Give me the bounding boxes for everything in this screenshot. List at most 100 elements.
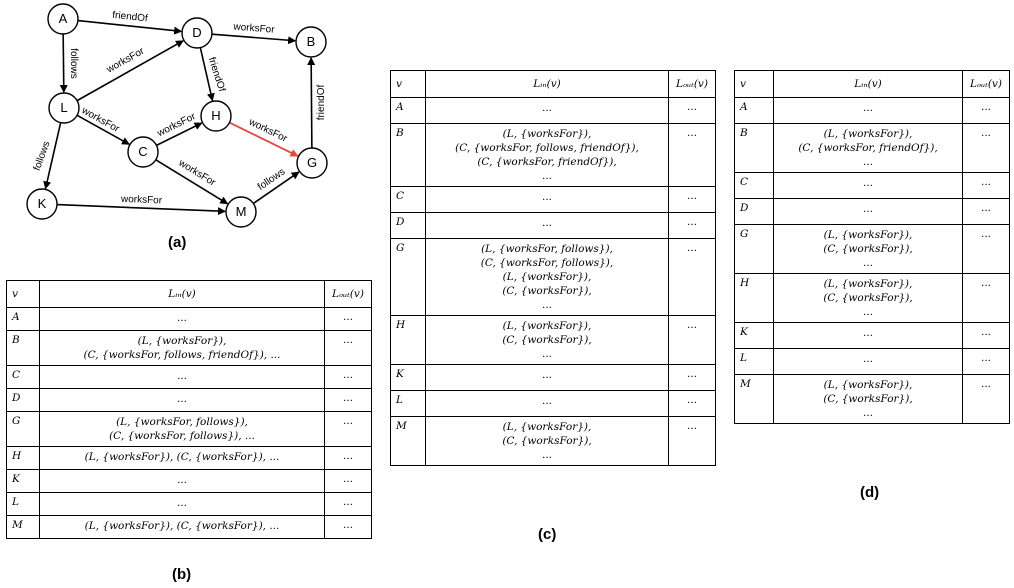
table-row: K...... xyxy=(6,469,372,493)
lin-entry: (L, {worksFor, follows}), xyxy=(481,243,613,255)
lout-cell: ... xyxy=(962,348,1010,375)
lout-cell: ... xyxy=(962,172,1010,199)
lin-cell: ... xyxy=(773,97,963,124)
vertex-cell: C xyxy=(6,365,40,389)
table-row: K...... xyxy=(734,322,1010,349)
lin-entry: ... xyxy=(862,257,873,269)
lout-cell: ... xyxy=(668,186,716,213)
lout-cell: ... xyxy=(324,307,372,331)
table-row: B(L, {worksFor}),(C, {worksFor, follows,… xyxy=(6,330,372,366)
lin-cell: ... xyxy=(425,212,669,239)
node-circle xyxy=(225,196,257,228)
lin-cell: (L, {worksFor}),(C, {worksFor, friendOf}… xyxy=(773,123,963,173)
edge-L-D xyxy=(76,40,184,102)
vertex-cell: K xyxy=(734,322,774,349)
edge-label-A-D: friendOf xyxy=(112,10,149,25)
lin-cell: ... xyxy=(773,322,963,349)
lout-cell: ... xyxy=(668,212,716,239)
vertex-cell: H xyxy=(6,446,40,470)
lout-cell: ... xyxy=(668,315,716,365)
lin-entry: (C, {worksFor, follows}), ... xyxy=(109,430,255,442)
header-v: v xyxy=(6,280,40,308)
lin-entry: (L, {worksFor}), xyxy=(502,128,592,140)
node-label: K xyxy=(38,196,47,211)
lin-entry: ... xyxy=(541,102,552,114)
lin-entry: (C, {worksFor}), xyxy=(823,243,913,255)
lin-entry: (L, {worksFor}), xyxy=(502,320,592,332)
lout-cell: ... xyxy=(962,97,1010,124)
node-label: H xyxy=(211,108,220,123)
lout-cell: ... xyxy=(668,123,716,187)
node-circle xyxy=(127,136,159,168)
lin-entry: (C, {worksFor}), xyxy=(502,285,592,297)
lin-cell: ... xyxy=(39,388,325,412)
vertex-cell: D xyxy=(390,212,426,239)
vertex-cell: L xyxy=(390,390,426,417)
lout-cell: ... xyxy=(324,330,372,366)
edge-D-B xyxy=(211,33,297,45)
lin-entry: (L, {worksFor, follows}), xyxy=(116,416,248,428)
table-row: G (L, {worksFor, follows}), (C, {worksFor,… xyxy=(6,411,372,447)
lout-cell: ... xyxy=(962,123,1010,173)
edge-L-K xyxy=(43,122,62,190)
edge-H-G xyxy=(229,121,299,157)
lin-cell: (L, {worksFor, follows}), (C, {worksFor, … xyxy=(39,411,325,447)
lin-cell: (L, {worksFor, follows}), (C, {worksFor, … xyxy=(425,238,669,316)
lin-entry: ... xyxy=(862,353,873,365)
edge-label-M-G: follows xyxy=(256,166,287,192)
header-lin: Lᵢₙ(v) xyxy=(39,280,325,308)
vertex-cell: G xyxy=(390,238,426,316)
lin-entry: (C, {worksFor}), xyxy=(823,292,913,304)
node-H: H xyxy=(200,100,232,132)
lin-cell: ... xyxy=(39,469,325,493)
lout-cell: ... xyxy=(962,224,1010,274)
table-row: D...... xyxy=(734,198,1010,225)
vertex-cell: A xyxy=(734,97,774,124)
node-circle xyxy=(181,17,213,49)
lout-cell: ... xyxy=(324,411,372,447)
lin-entry: ... xyxy=(176,312,187,324)
lin-entry: ... xyxy=(541,395,552,407)
table-row: D...... xyxy=(6,388,372,412)
vertex-cell: C xyxy=(734,172,774,199)
lin-cell: (L, {worksFor}),(C, {worksFor}),... xyxy=(425,315,669,365)
lin-entry: ... xyxy=(176,393,187,405)
edge-C-H xyxy=(156,122,203,147)
lout-cell: ... xyxy=(668,238,716,316)
vertex-cell: L xyxy=(6,492,40,516)
vertex-cell: L xyxy=(734,348,774,375)
lout-cell: ... xyxy=(668,416,716,466)
lin-cell: ... xyxy=(425,186,669,213)
header-lout: Lₒᵤₜ(v) xyxy=(962,70,1010,98)
edge-D-H xyxy=(199,47,215,102)
node-label: B xyxy=(307,34,316,49)
caption-d: (d) xyxy=(860,484,880,501)
table-row: A...... xyxy=(6,307,372,331)
lin-cell: (L, {worksFor}), (C, {worksFor}), ... xyxy=(39,515,325,539)
lout-cell: ... xyxy=(962,198,1010,225)
edge-label-K-M: worksFor xyxy=(120,194,163,207)
lin-cell: ... xyxy=(425,390,669,417)
lin-cell: ... xyxy=(773,198,963,225)
lin-cell: (L, {worksFor}),(C, {worksFor}),... xyxy=(773,273,963,323)
lin-cell: ... xyxy=(425,364,669,391)
node-M: M xyxy=(225,196,257,228)
lin-entry: (C, {worksFor, follows, friendOf}), xyxy=(455,142,639,154)
lout-cell: ... xyxy=(668,390,716,417)
lout-cell: ... xyxy=(668,97,716,124)
table-row: H(L, {worksFor}), (C, {worksFor}), .....… xyxy=(6,446,372,470)
vertex-cell: G xyxy=(6,411,40,447)
edge-label-G-B: friendOf xyxy=(316,84,327,120)
vertex-cell: M xyxy=(734,374,774,424)
lin-entry: (L, {worksFor}), (C, {worksFor}), ... xyxy=(84,520,280,532)
lout-cell: ... xyxy=(962,273,1010,323)
table-row: D...... xyxy=(390,212,716,239)
node-circle xyxy=(47,3,79,35)
lin-entry: (C, {worksFor, follows}), xyxy=(480,257,614,269)
lin-cell: ... xyxy=(773,172,963,199)
vertex-cell: B xyxy=(390,123,426,187)
edge-M-G xyxy=(252,171,300,205)
table-row: L...... xyxy=(6,492,372,516)
